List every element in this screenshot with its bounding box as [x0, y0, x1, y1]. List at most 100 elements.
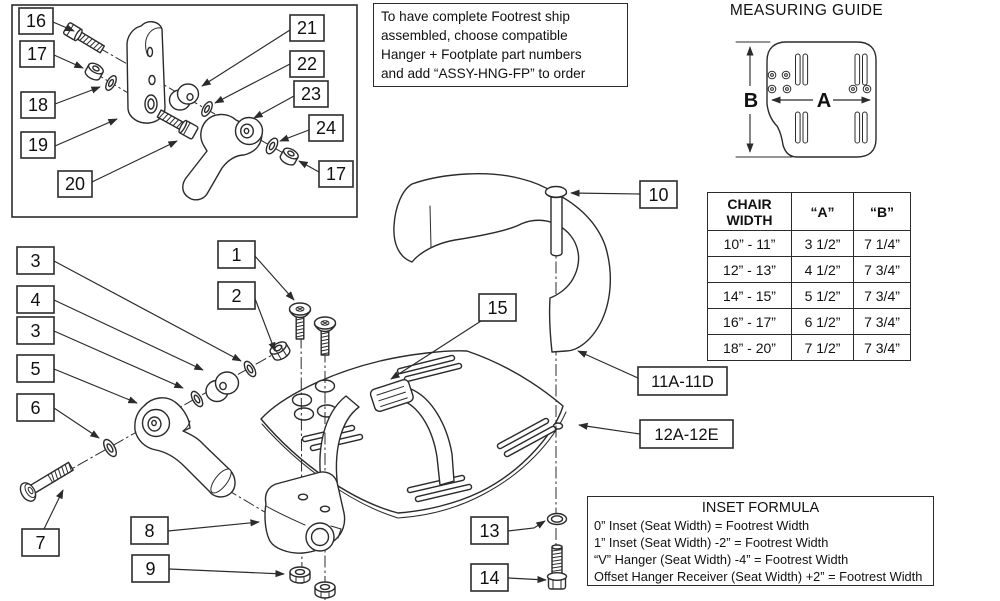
leader-22: [214, 63, 291, 104]
leader-17a: [53, 54, 84, 69]
svg-text:15: 15: [487, 298, 507, 318]
callout-20: 20: [57, 170, 93, 198]
cell-width: 14” - 15”: [707, 282, 792, 309]
cell-a: 7 1/2”: [791, 334, 854, 361]
callout-13: 13: [470, 516, 509, 545]
svg-text:13: 13: [479, 521, 499, 541]
leader-20: [91, 140, 178, 183]
table-row: 16” - 17” 6 1/2” 7 3/4”: [707, 308, 911, 335]
axis-cylinder: [225, 488, 269, 515]
callout-10: 10: [639, 180, 678, 209]
svg-text:7: 7: [35, 533, 45, 553]
leader-2: [253, 295, 276, 352]
leader-11: [577, 350, 639, 379]
measuring-guide-rivets: [767, 70, 872, 94]
measuring-guide-slots: [795, 53, 868, 144]
svg-text:19: 19: [28, 135, 48, 155]
dim-label-b: B: [744, 90, 758, 112]
inset-formula-line: 1” Inset (Seat Width) -2” = Footrest Wid…: [594, 535, 829, 550]
nut-17b: [279, 147, 299, 166]
strap-buckle: [369, 379, 414, 413]
callout-19: 19: [20, 131, 56, 159]
nut-17a: [84, 62, 104, 81]
washer-6: [103, 438, 117, 458]
svg-text:6: 6: [30, 398, 40, 418]
inset-formula-line: 0” Inset (Seat Width) = Footrest Width: [594, 518, 810, 533]
cell-width: 10” - 11”: [707, 230, 792, 257]
cell-b: 7 1/4”: [853, 230, 911, 257]
saddle-clamp-8: [264, 471, 346, 554]
leader-12: [578, 422, 641, 435]
svg-text:17: 17: [27, 44, 47, 64]
leader-8: [167, 519, 260, 532]
measuring-guide-title: MEASURING GUIDE: [729, 2, 884, 19]
callout-22: 22: [289, 50, 325, 78]
leader-10: [570, 189, 641, 197]
svg-text:12A-12E: 12A-12E: [654, 426, 718, 444]
callout-6: 6: [16, 393, 55, 422]
strap-15: [319, 379, 455, 490]
svg-text:18: 18: [28, 95, 48, 115]
table-row: 12” - 13” 4 1/2” 7 3/4”: [707, 256, 911, 283]
leader-23: [253, 95, 295, 119]
leader-5: [53, 368, 138, 404]
svg-text:4: 4: [30, 290, 40, 310]
svg-text:10: 10: [648, 185, 668, 205]
table-row: 10” - 11” 3 1/2” 7 1/4”: [707, 230, 911, 257]
callout-9: 9: [131, 554, 170, 583]
cell-a: 5 1/2”: [791, 282, 854, 309]
svg-text:3: 3: [30, 251, 40, 271]
leader-3b: [53, 330, 184, 389]
leader-18: [54, 86, 101, 105]
cell-b: 7 3/4”: [853, 334, 911, 361]
cell-b: 7 3/4”: [853, 282, 911, 309]
svg-text:11A-11D: 11A-11D: [651, 373, 714, 391]
table-row: 18” - 20” 7 1/2” 7 3/4”: [707, 334, 911, 361]
inset-formula-box: INSET FORMULA 0” Inset (Seat Width) = Fo…: [587, 496, 934, 586]
assembly-note-line: and add “ASSY-HNG-FP” to order: [381, 66, 586, 81]
svg-text:22: 22: [297, 54, 317, 74]
col-header-chair-width: CHAIR WIDTH: [707, 192, 792, 231]
svg-text:8: 8: [144, 521, 154, 541]
washer-13: [546, 512, 568, 526]
axis-screw-a: [300, 315, 303, 585]
callout-5: 5: [16, 354, 55, 383]
flathead-screw-a: [288, 302, 312, 340]
leader-13: [507, 520, 546, 532]
leader-9: [168, 568, 285, 578]
callout-11a-11d: 11A-11D: [637, 366, 728, 396]
measuring-guide-footplate: [766, 41, 877, 158]
assembly-note-line: To have complete Footrest ship: [381, 9, 570, 24]
callout-14: 14: [470, 563, 509, 592]
callout-3b: 3: [16, 316, 55, 345]
washer-18: [105, 75, 117, 91]
svg-text:1: 1: [231, 245, 241, 265]
hanger-pivot-5: [134, 397, 236, 498]
inset-formula-title: INSET FORMULA: [701, 500, 820, 516]
leader-7: [43, 489, 64, 530]
washer-24: [265, 137, 279, 155]
leader-17b: [298, 160, 320, 173]
cell-a: 4 1/2”: [791, 256, 854, 283]
dim-label-a: A: [817, 90, 831, 112]
cell-width: 16” - 17”: [707, 308, 792, 335]
assembly-note: To have complete Footrest ship assembled…: [373, 3, 628, 87]
callout-3a: 3: [16, 246, 55, 275]
svg-text:21: 21: [297, 18, 317, 38]
nut-9b: [314, 581, 336, 599]
leader-3a: [53, 260, 242, 362]
callout-23: 23: [293, 80, 329, 108]
leader-4: [53, 299, 204, 371]
washer-3a: [243, 360, 257, 378]
leader-19: [54, 118, 118, 147]
cam-washer-4: [205, 371, 240, 403]
callout-17a: 17: [19, 40, 55, 68]
leader-24: [279, 129, 310, 142]
cell-a: 6 1/2”: [791, 308, 854, 335]
svg-text:20: 20: [65, 174, 85, 194]
svg-text:3: 3: [30, 321, 40, 341]
callout-4: 4: [16, 285, 55, 314]
hanger-11: [393, 173, 612, 353]
leader-16: [52, 21, 75, 32]
